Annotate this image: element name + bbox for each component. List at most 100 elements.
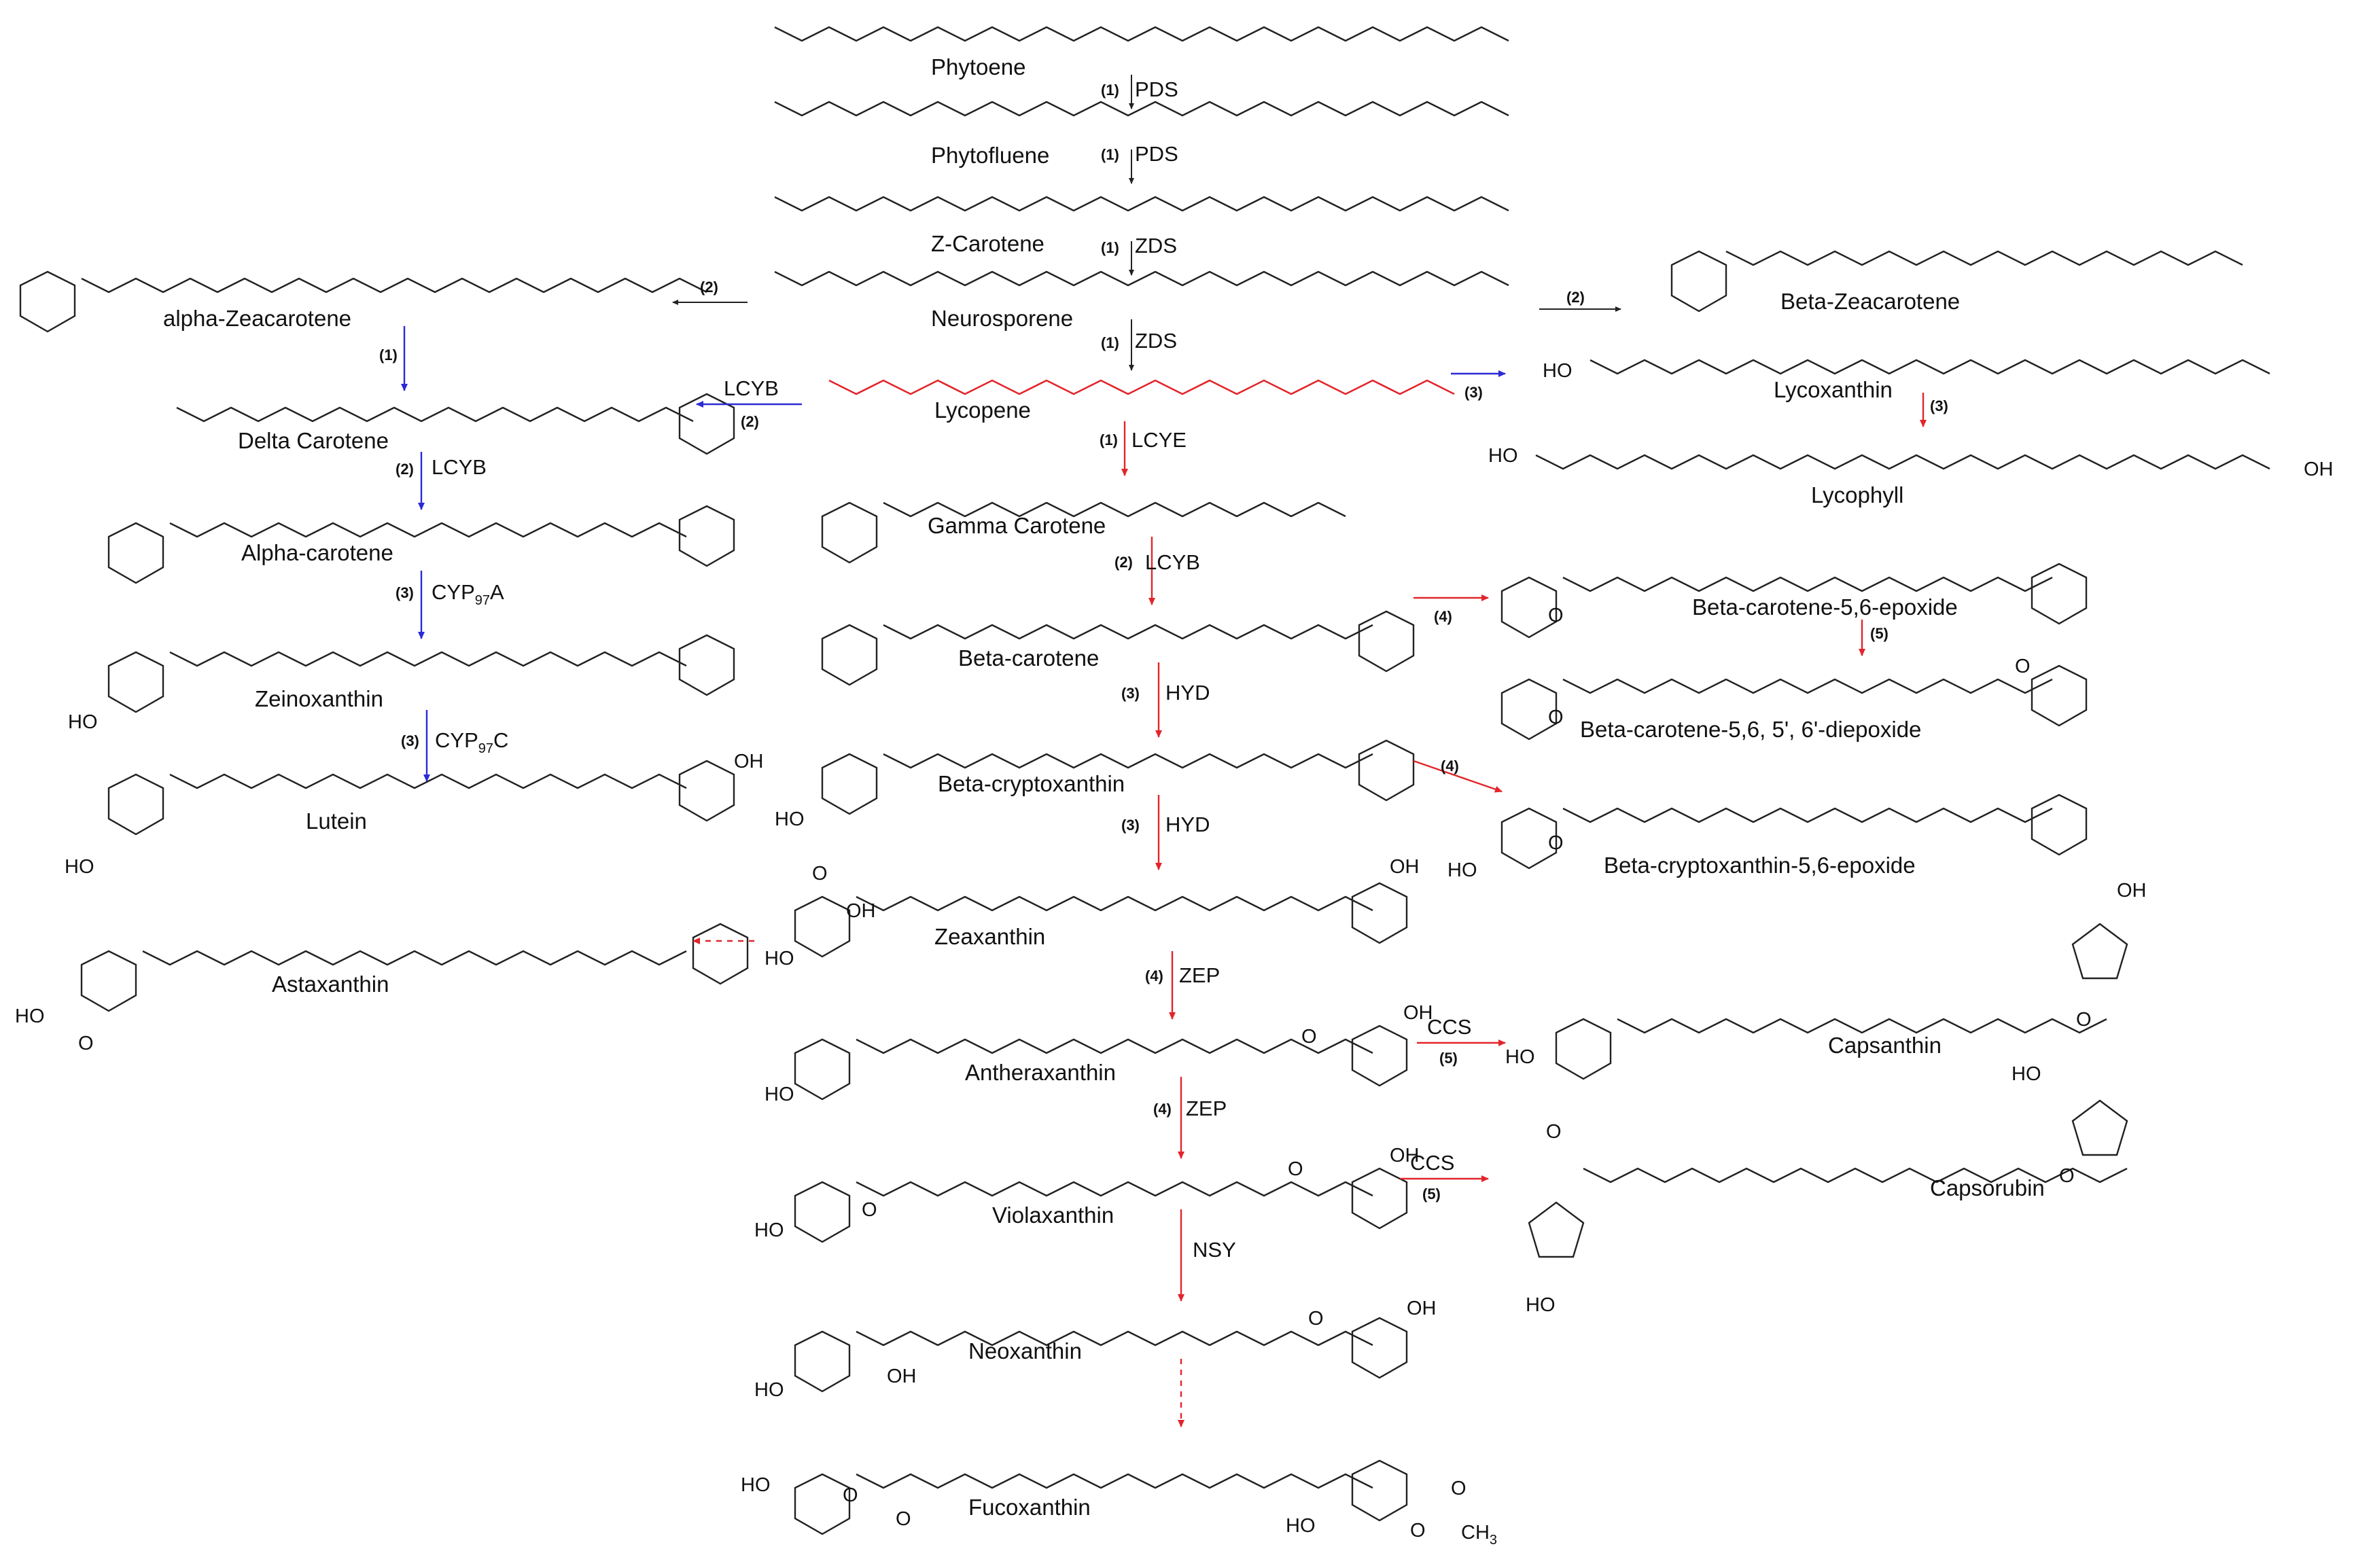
gamma-carotene-ring (821, 501, 878, 564)
atom-zeaxanthin-ho: HO (765, 948, 794, 969)
arrow-cryptoxanthin-bcx-epoxide (1413, 760, 1503, 793)
beta-carotene-ring-left (821, 624, 878, 686)
enz-zep-2: ZEP (1186, 1097, 1227, 1120)
atom-antheraxanthin-o: O (1301, 1026, 1317, 1048)
capsorubin-ring-left (1528, 1201, 1585, 1258)
label-alpha-carotene: Alpha-carotene (241, 540, 393, 565)
astaxanthin-skeleton (142, 950, 687, 966)
bc-epoxide-skeleton (1562, 576, 2053, 592)
alpha-carotene-skeleton (169, 522, 687, 538)
label-bcx-epoxide: Beta-cryptoxanthin-5,6-epoxide (1604, 853, 1916, 878)
enz-nsy: NSY (1193, 1238, 1236, 1262)
label-antheraxanthin: Antheraxanthin (965, 1060, 1116, 1085)
atom-fucoxanthin-ho-left: HO (741, 1474, 771, 1496)
reaction-arrows (401, 75, 1927, 1427)
atom-neoxanthin-ho: HO (754, 1379, 784, 1401)
step-neurosporene: (1) (1101, 334, 1119, 351)
alpha-carotene-ring-right (678, 505, 735, 567)
enz-hyd-2: HYD (1165, 813, 1210, 836)
label-neurosporene: Neurosporene (931, 306, 1073, 331)
violaxanthin-ring-left (794, 1181, 851, 1243)
atom-fucoxanthin-o-acetyl: O (1451, 1478, 1466, 1499)
atom-capsanthin-ho: HO (1505, 1046, 1535, 1068)
label-neoxanthin: Neoxanthin (968, 1338, 1082, 1364)
label-lycoxanthin: Lycoxanthin (1774, 377, 1893, 402)
atom-zeinoxanthin-ho: HO (68, 711, 98, 733)
enz-cyp97a: CYP97A (432, 580, 504, 608)
violaxanthin-ring-right (1351, 1167, 1408, 1230)
capsorubin-skeleton (1583, 1167, 2128, 1183)
enz-hyd-1: HYD (1165, 681, 1210, 705)
enz-cyp97c: CYP97C (435, 728, 508, 756)
delta-carotene-skeleton (176, 406, 694, 423)
beta-zeacarotene-skeleton (1725, 250, 2243, 266)
capsorubin-ring-right (2071, 1099, 2128, 1156)
enz-lcyb-lycopene-delta: LCYB (724, 376, 779, 400)
label-delta-carotene: Delta Carotene (238, 428, 389, 453)
atom-capsanthin-o: O (2076, 1009, 2092, 1031)
step-bc-epoxide-diepoxide: (5) (1870, 625, 1889, 642)
step-antheraxanthin-violaxanthin: (4) (1153, 1101, 1172, 1118)
lycopene-skeleton (828, 379, 1455, 395)
alpha-zeacarotene-skeleton (81, 277, 707, 293)
neoxanthin-ring-left (794, 1330, 851, 1393)
lutein-skeleton (169, 773, 687, 789)
label-capsanthin: Capsanthin (1828, 1033, 1942, 1058)
z-carotene-skeleton (774, 196, 1509, 212)
label-z-carotene: Z-Carotene (931, 231, 1044, 256)
atom-bcx-epoxide-o: O (1548, 832, 1564, 854)
antheraxanthin-ring-right (1351, 1024, 1408, 1087)
phytoene-skeleton (774, 26, 1509, 42)
atom-bc-diepoxide-o-right: O (2015, 656, 2031, 677)
lutein-ring-right (678, 760, 735, 822)
atom-cryptoxanthin-ho: HO (775, 808, 805, 830)
atom-lycophyll-ho: HO (1488, 445, 1518, 467)
neurosporene-skeleton (774, 270, 1509, 287)
enz-ccs-1: CCS (1427, 1015, 1471, 1039)
step-beta-bc-epoxide: (4) (1434, 608, 1452, 625)
bc-diepoxide-skeleton (1562, 678, 2053, 694)
atom-capsorubin-o-left: O (1546, 1121, 1562, 1143)
atom-neoxanthin-oh-left: OH (887, 1366, 917, 1387)
step-zeaxanthin-antheraxanthin: (4) (1145, 967, 1163, 984)
label-phytofluene: Phytofluene (931, 143, 1049, 168)
zeinoxanthin-ring-left (107, 651, 164, 713)
label-beta-carotene: Beta-carotene (958, 645, 1099, 671)
bc-epoxide-ring-right (2031, 563, 2088, 625)
step-antheraxanthin-capsanthin: (5) (1439, 1050, 1458, 1067)
fucoxanthin-skeleton (856, 1473, 1373, 1489)
bc-epoxide-ring-left (1500, 576, 1558, 639)
label-zeinoxanthin: Zeinoxanthin (255, 686, 383, 711)
ring-structures (19, 250, 2128, 1535)
zeaxanthin-ring-right (1351, 882, 1408, 944)
atom-antheraxanthin-ho: HO (765, 1084, 794, 1105)
step-cryptoxanthin-zeaxanthin: (3) (1121, 817, 1140, 834)
atom-lycophyll-oh: OH (2304, 459, 2334, 480)
beta-carotene-ring-right (1358, 610, 1415, 673)
astaxanthin-ring-right (692, 923, 749, 985)
atom-lutein-ho: HO (65, 856, 94, 878)
step-gamma-beta: (2) (1114, 554, 1133, 571)
capsanthin-skeleton (1617, 1018, 2107, 1034)
enz-lcyb-gamma-beta: LCYB (1145, 550, 1200, 574)
neoxanthin-ring-right (1351, 1317, 1408, 1379)
enz-lcye: LCYE (1131, 428, 1187, 452)
atom-fucoxanthin-o-ester: O (1410, 1520, 1426, 1542)
zeinoxanthin-ring-right (678, 634, 735, 696)
enz-pds-1: PDS (1135, 77, 1178, 101)
atom-capsorubin-o-right: O (2059, 1165, 2075, 1187)
atom-fucoxanthin-ho-right: HO (1286, 1515, 1316, 1537)
label-bc-epoxide: Beta-carotene-5,6-epoxide (1692, 594, 1958, 620)
label-lycopene: Lycopene (934, 397, 1031, 423)
enz-zds-1: ZDS (1135, 234, 1177, 257)
antheraxanthin-skeleton (856, 1038, 1373, 1054)
enzyme-labels: (1) PDS (1) PDS (1) ZDS (1) ZDS (2) (2) … (379, 77, 1948, 1262)
atom-capsanthin-oh: OH (2117, 880, 2147, 902)
carbon-skeletons (81, 26, 2270, 1489)
zeaxanthin-ring-left (794, 895, 851, 958)
atom-neoxanthin-o: O (1308, 1308, 1324, 1330)
step-lycoxanthin-lycophyll: (3) (1930, 397, 1948, 414)
phytofluene-skeleton (774, 101, 1509, 117)
enz-lcyb-delta-alpha: LCYB (432, 455, 487, 479)
